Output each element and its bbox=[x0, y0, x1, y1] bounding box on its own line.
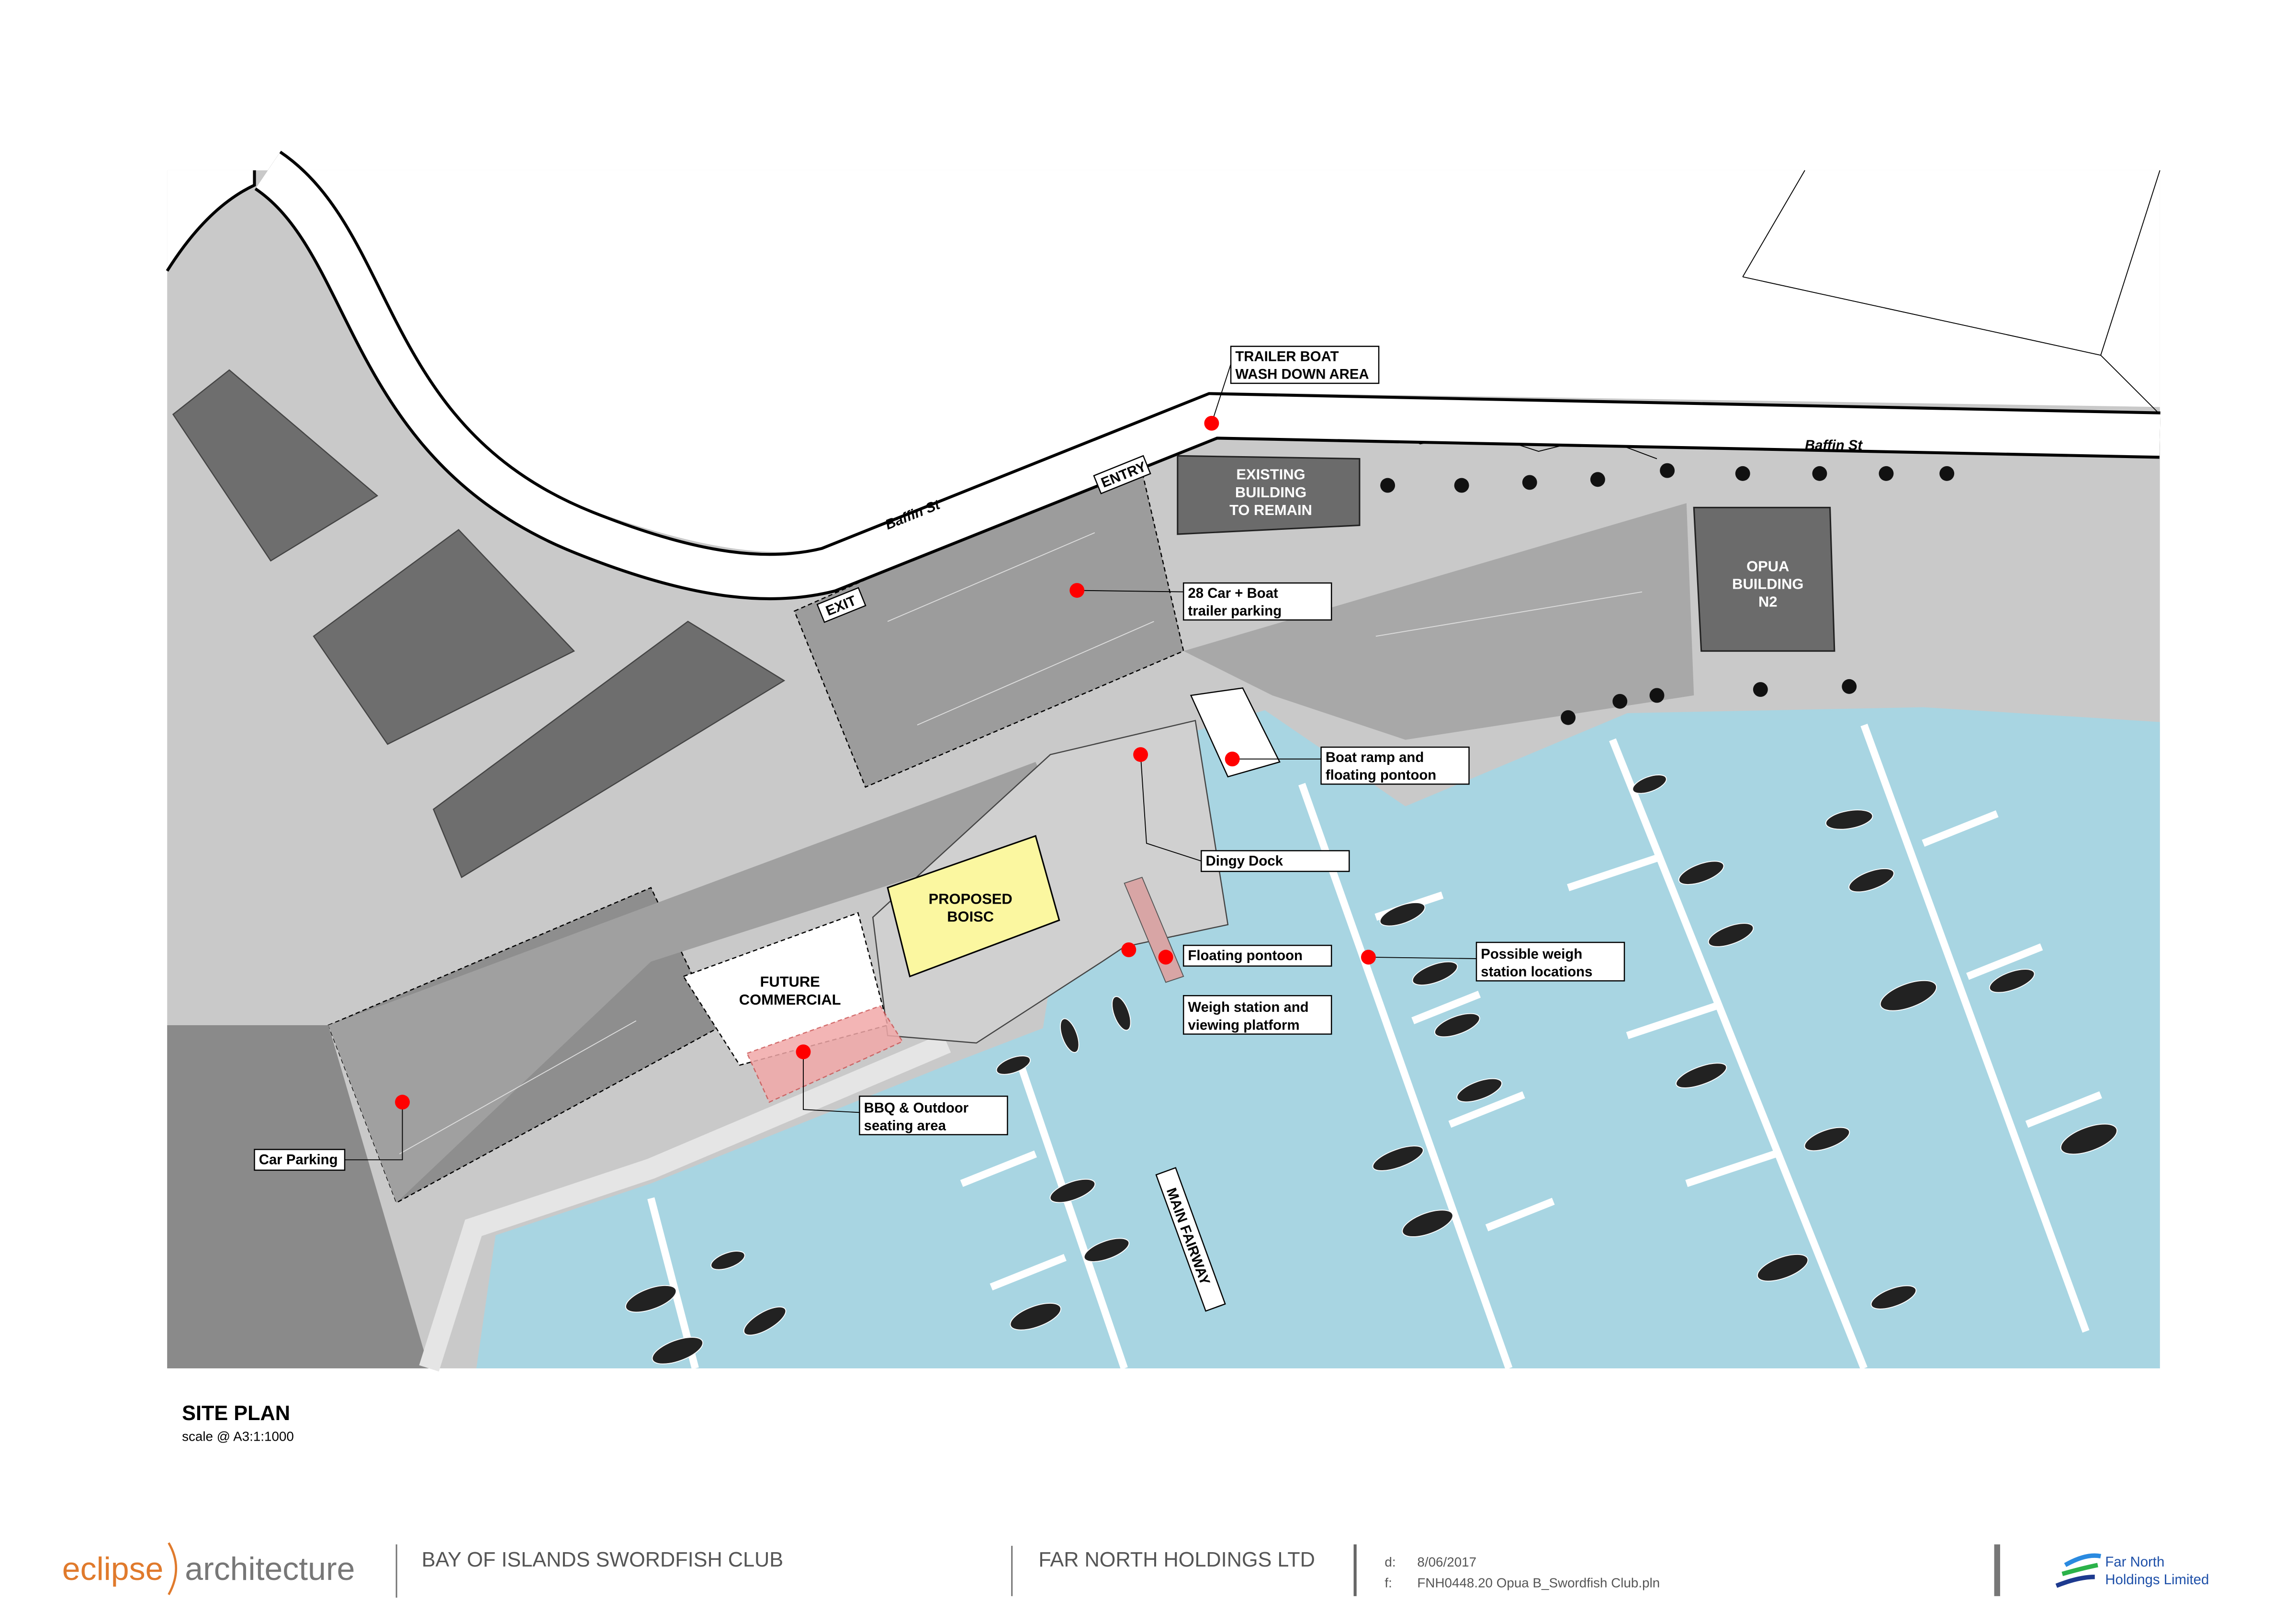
svg-text:Dingy Dock: Dingy Dock bbox=[1206, 853, 1283, 869]
boat-ramp bbox=[1190, 687, 1281, 778]
trailer-parking bbox=[1183, 503, 1694, 740]
title-block: eclipse architecture BAY OF ISLANDS SWOR… bbox=[62, 1542, 2209, 1598]
existing-building bbox=[1177, 455, 1361, 535]
road-edge bbox=[166, 170, 256, 272]
file-value: FNH0448.20 Opua B_Swordfish Club.pln bbox=[1417, 1575, 1660, 1590]
existing-buildings bbox=[172, 369, 786, 878]
client-name: FAR NORTH HOLDINGS LTD bbox=[1038, 1548, 1315, 1571]
drawing-title: SITE PLAN bbox=[182, 1402, 290, 1425]
car-boat-parking-area bbox=[793, 458, 1184, 788]
access-road bbox=[328, 761, 1065, 1203]
far-north-holdings-logo: Far North Holdings Limited bbox=[2055, 1553, 2209, 1588]
bbq-seating-area bbox=[746, 1005, 903, 1103]
project-name: BAY OF ISLANDS SWORDFISH CLUB bbox=[422, 1548, 783, 1571]
seawall-walkway bbox=[419, 1033, 951, 1372]
date-label: d: bbox=[1384, 1555, 1396, 1569]
callout-dingy-dock: Dingy Dock bbox=[1133, 747, 1350, 872]
svg-text:Holdings Limited: Holdings Limited bbox=[2105, 1572, 2209, 1588]
trees bbox=[1380, 463, 1955, 725]
street-label-baffin: Baffin St bbox=[1805, 437, 1863, 453]
svg-text:architecture: architecture bbox=[185, 1551, 355, 1587]
svg-text:Far North: Far North bbox=[2105, 1554, 2164, 1570]
baffin-street-road bbox=[256, 153, 2161, 597]
marina-water bbox=[476, 707, 2160, 1368]
svg-text:Car Parking: Car Parking bbox=[259, 1152, 338, 1168]
marker-dot bbox=[1204, 415, 1219, 431]
offsite-area bbox=[167, 170, 255, 271]
svg-text:Floating pontoon: Floating pontoon bbox=[1188, 948, 1303, 963]
date-value: 8/06/2017 bbox=[1417, 1555, 1476, 1569]
eclipse-architecture-logo: eclipse architecture bbox=[62, 1542, 355, 1595]
drawing-scale: scale @ A3:1:1000 bbox=[182, 1429, 294, 1444]
parking-lot bbox=[167, 1025, 429, 1368]
callout-floating-pontoon: Floating pontoon bbox=[1121, 942, 1332, 967]
parking-stripes bbox=[399, 532, 1643, 1154]
marina-pontoons bbox=[647, 724, 2102, 1370]
proposed-boisc-building bbox=[887, 835, 1060, 978]
opua-building bbox=[1693, 506, 1835, 652]
offsite-area bbox=[281, 170, 2160, 552]
svg-text:eclipse: eclipse bbox=[62, 1551, 164, 1587]
wharf-platform bbox=[872, 719, 1229, 1044]
callout-car-parking: Car Parking bbox=[254, 1095, 410, 1171]
file-label: f: bbox=[1384, 1575, 1392, 1590]
